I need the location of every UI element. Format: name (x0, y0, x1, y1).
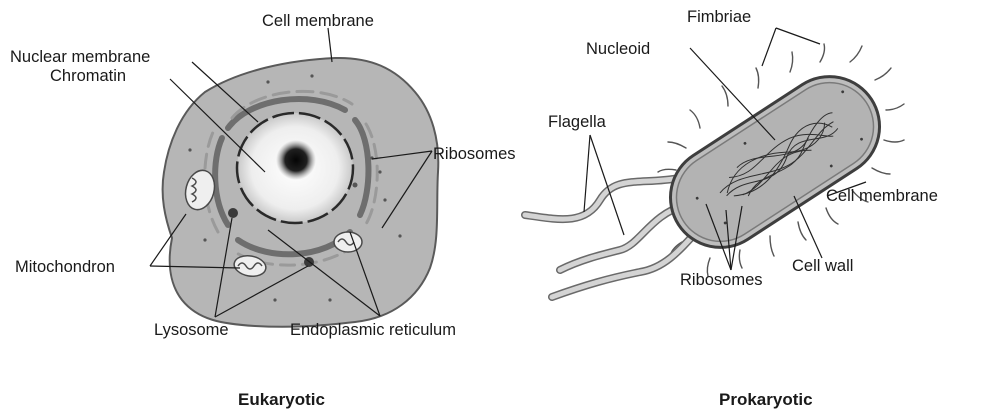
label-chromatin: Chromatin (50, 68, 126, 85)
chromatin-mass (276, 140, 316, 180)
label-euk-cell-membrane: Cell membrane (262, 13, 374, 30)
label-flagella: Flagella (548, 114, 606, 131)
label-euk-ribosomes: Ribosomes (433, 146, 516, 163)
label-mitochondron: Mitochondron (15, 259, 115, 276)
prokaryotic-cell-membrane (660, 66, 891, 259)
title-prokaryotic: Prokaryotic (719, 391, 813, 408)
label-fimbriae: Fimbriae (687, 9, 751, 26)
label-nuclear-membrane: Nuclear membrane (10, 49, 150, 66)
label-pro-cell-membrane: Cell membrane (826, 188, 938, 205)
eukaryotic-cell (150, 28, 438, 327)
label-pro-ribosomes: Ribosomes (680, 272, 763, 289)
label-endoplasmic-reticulum: Endoplasmic reticulum (290, 322, 456, 339)
label-lysosome: Lysosome (154, 322, 229, 339)
title-eukaryotic: Eukaryotic (238, 391, 325, 408)
label-nucleoid: Nucleoid (586, 41, 650, 58)
label-cell-wall: Cell wall (792, 258, 853, 275)
